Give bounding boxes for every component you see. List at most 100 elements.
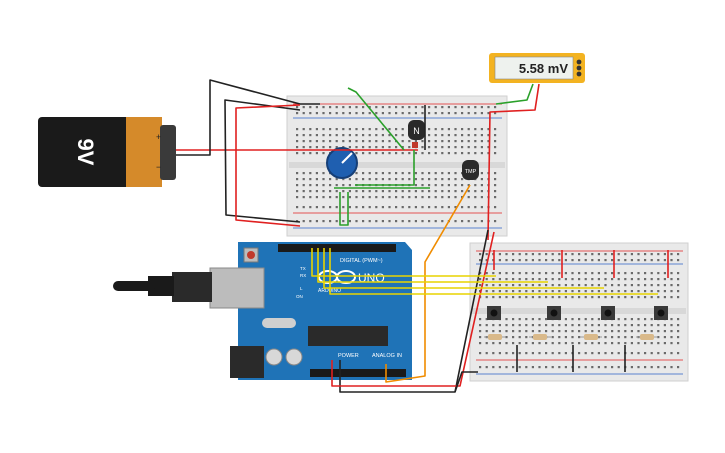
breadboard-hole bbox=[512, 284, 515, 287]
breadboard-hole bbox=[591, 342, 594, 345]
breadboard-hole bbox=[441, 206, 444, 209]
multimeter[interactable]: 5.58 mV bbox=[489, 53, 585, 83]
breadboard-hole bbox=[454, 112, 457, 115]
breadboard-hole bbox=[335, 146, 338, 149]
breadboard-hole bbox=[428, 134, 431, 137]
breadboard-hole bbox=[492, 284, 495, 287]
breadboard-hole bbox=[428, 172, 431, 175]
wire-yellow-1 bbox=[311, 248, 496, 277]
breadboard-hole bbox=[447, 152, 450, 155]
breadboard-hole bbox=[677, 290, 680, 293]
wire-rail-black-left bbox=[224, 99, 301, 223]
breadboard-hole bbox=[624, 324, 627, 327]
rx-label: RX bbox=[300, 273, 306, 278]
breadboard-hole bbox=[315, 172, 318, 175]
breadboard-hole bbox=[447, 172, 450, 175]
breadboard-hole bbox=[401, 178, 404, 181]
usb-plug bbox=[172, 272, 212, 302]
breadboard-hole bbox=[395, 190, 398, 193]
breadboard-hole bbox=[485, 330, 488, 333]
breadboard-hole bbox=[505, 253, 508, 256]
breadboard-hole bbox=[657, 278, 660, 281]
breadboard-hole bbox=[624, 318, 627, 321]
breadboard-hole bbox=[467, 128, 470, 131]
breadboard-hole bbox=[531, 330, 534, 333]
breadboard-hole bbox=[414, 152, 417, 155]
temp-sensor-label: TMP bbox=[465, 169, 477, 175]
breadboard-hole bbox=[454, 196, 457, 199]
breadboard-hole bbox=[368, 146, 371, 149]
breadboard-hole bbox=[617, 318, 620, 321]
breadboard-hole bbox=[342, 184, 345, 187]
potentiometer[interactable] bbox=[326, 147, 358, 179]
breadboard-hole bbox=[474, 112, 477, 115]
breadboard-hole bbox=[480, 152, 483, 155]
breadboard-hole bbox=[512, 253, 515, 256]
battery-9v[interactable]: 9V + − bbox=[38, 117, 176, 187]
breadboard-hole bbox=[670, 352, 673, 355]
breadboard-hole bbox=[322, 196, 325, 199]
breadboard-hole bbox=[578, 342, 581, 345]
breadboard-hole bbox=[545, 290, 548, 293]
breadboard-hole bbox=[624, 342, 627, 345]
breadboard-top-holes bbox=[296, 106, 497, 223]
breadboard-hole bbox=[322, 128, 325, 131]
breadboard-hole bbox=[597, 296, 600, 299]
breadboard-hole bbox=[368, 152, 371, 155]
usb-cable[interactable] bbox=[113, 272, 212, 302]
breadboard-hole bbox=[342, 140, 345, 143]
breadboard-hole bbox=[454, 152, 457, 155]
breadboard-hole bbox=[401, 220, 404, 223]
breadboard-hole bbox=[309, 172, 312, 175]
breadboard-hole bbox=[329, 220, 332, 223]
temperature-sensor[interactable]: TMP bbox=[462, 160, 479, 180]
pushbutton-3[interactable] bbox=[601, 306, 615, 320]
breadboard-hole bbox=[564, 272, 567, 275]
breadboard-hole bbox=[624, 336, 627, 339]
breadboard-hole bbox=[375, 106, 378, 109]
breadboard-hole bbox=[571, 253, 574, 256]
breadboard-hole bbox=[342, 196, 345, 199]
battery-label: 9V bbox=[73, 139, 98, 166]
breadboard-hole bbox=[342, 112, 345, 115]
breadboard-hole bbox=[485, 259, 488, 262]
breadboard-hole bbox=[611, 278, 614, 281]
breadboard-hole bbox=[414, 220, 417, 223]
resistor-4[interactable] bbox=[636, 334, 658, 340]
breadboard-hole bbox=[498, 330, 501, 333]
pushbutton-4[interactable] bbox=[654, 306, 668, 320]
breadboard-hole bbox=[498, 259, 501, 262]
reset-button-cap[interactable] bbox=[247, 251, 255, 259]
breadboard-hole bbox=[494, 140, 497, 143]
arduino-uno[interactable]: UNO ARDUINO DIGITAL (PWM~) POWER ANALOG … bbox=[209, 242, 412, 380]
breadboard-hole bbox=[474, 146, 477, 149]
breadboard-hole bbox=[578, 259, 581, 262]
breadboard-hole bbox=[381, 106, 384, 109]
resistor-1[interactable] bbox=[484, 334, 506, 340]
breadboard-hole bbox=[518, 284, 521, 287]
breadboard-hole bbox=[630, 259, 633, 262]
pushbutton-2[interactable] bbox=[547, 306, 561, 320]
breadboard-hole bbox=[591, 290, 594, 293]
breadboard-hole bbox=[309, 146, 312, 149]
wire-green-2 bbox=[355, 150, 415, 186]
breadboard-hole bbox=[531, 259, 534, 262]
breadboard-hole bbox=[408, 178, 411, 181]
breadboard-hole bbox=[644, 284, 647, 287]
wires[interactable] bbox=[176, 79, 669, 393]
pushbutton-1[interactable] bbox=[487, 306, 501, 320]
breadboard-hole bbox=[381, 190, 384, 193]
breadboard-hole bbox=[670, 330, 673, 333]
breadboard-hole bbox=[512, 330, 515, 333]
resistor-2[interactable] bbox=[529, 334, 551, 340]
breadboard-hole bbox=[479, 352, 482, 355]
breadboard-hole bbox=[558, 330, 561, 333]
breadboard-hole bbox=[558, 342, 561, 345]
transistor-npn[interactable]: N bbox=[408, 120, 425, 148]
breadboard-hole bbox=[677, 324, 680, 327]
resistor-3[interactable] bbox=[580, 334, 602, 340]
breadboard-hole bbox=[461, 106, 464, 109]
breadboard-hole bbox=[329, 190, 332, 193]
breadboard-hole bbox=[428, 178, 431, 181]
